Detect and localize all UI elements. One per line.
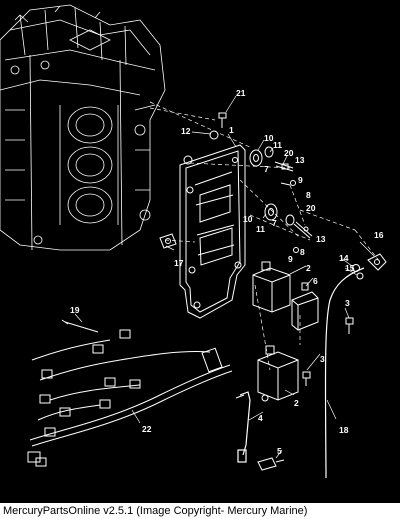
copyright-footer: MercuryPartsOnline v2.5.1 (Image Copyrig…: [0, 503, 400, 519]
callout-2-upper: 2: [306, 263, 311, 273]
callout-10-upper: 10: [264, 133, 274, 143]
callout-18: 18: [339, 425, 349, 435]
callout-labels: 21 12 1 10 11 20 13 7 9 8 20 10 11 7 13 …: [70, 88, 384, 456]
callout-14: 14: [339, 253, 349, 263]
callout-9-lower: 9: [288, 254, 293, 264]
callout-13-lower: 13: [316, 234, 326, 244]
callout-11-upper: 11: [273, 140, 282, 150]
callout-16: 16: [374, 230, 384, 240]
ignition-coil-upper: [252, 261, 291, 313]
callout-8-upper: 8: [306, 190, 311, 200]
spark-plug-boot-5: [257, 457, 285, 471]
wire-harness-22: [27, 329, 233, 467]
callout-1: 1: [229, 125, 234, 135]
callout-20-upper: 20: [284, 148, 294, 158]
callout-19: 19: [70, 305, 80, 315]
callout-15: 15: [345, 263, 355, 273]
callout-10-lower: 10: [243, 214, 253, 224]
spacer-group-lower: [264, 203, 313, 253]
callout-7-upper: 7: [264, 164, 269, 174]
callout-11-lower: 11: [256, 224, 265, 234]
callout-17: 17: [174, 258, 184, 268]
callout-20-lower: 20: [306, 203, 316, 213]
engine-block-illustration: [0, 4, 166, 251]
callout-13-upper: 13: [295, 155, 305, 165]
callout-2-lower: 2: [294, 398, 299, 408]
callout-6: 6: [313, 276, 318, 286]
grommet-12: [183, 130, 219, 165]
module-6: [291, 282, 319, 331]
callout-3-upper: 3: [345, 298, 350, 308]
callout-4: 4: [258, 413, 263, 423]
sensor-lead-18: [324, 267, 365, 478]
sensor-16: [367, 253, 387, 271]
callout-9-upper: 9: [298, 175, 303, 185]
callout-7-lower: 7: [272, 218, 277, 228]
leader-lines: [74, 95, 375, 459]
footer-text: MercuryPartsOnline v2.5.1 (Image Copyrig…: [3, 505, 308, 517]
screw-21: [218, 112, 227, 128]
callout-3-lower: 3: [320, 354, 325, 364]
callout-21: 21: [236, 88, 246, 98]
spark-plug-lead-4: [235, 391, 251, 463]
bolt-3-lower: [302, 371, 311, 386]
exploded-parts-diagram: 21 12 1 10 11 20 13 7 9 8 20 10 11 7 13 …: [0, 4, 387, 478]
ignition-coil-lower: [257, 345, 299, 402]
callout-5: 5: [277, 446, 282, 456]
mounting-bracket: [179, 144, 246, 319]
plug-17: [159, 233, 177, 249]
cable-tie-19: [61, 319, 99, 333]
spacer-group-upper: [249, 146, 296, 186]
callout-22: 22: [142, 424, 152, 434]
callout-12: 12: [181, 126, 191, 136]
callout-8-lower: 8: [300, 247, 305, 257]
bolt-3-upper: [345, 317, 354, 334]
